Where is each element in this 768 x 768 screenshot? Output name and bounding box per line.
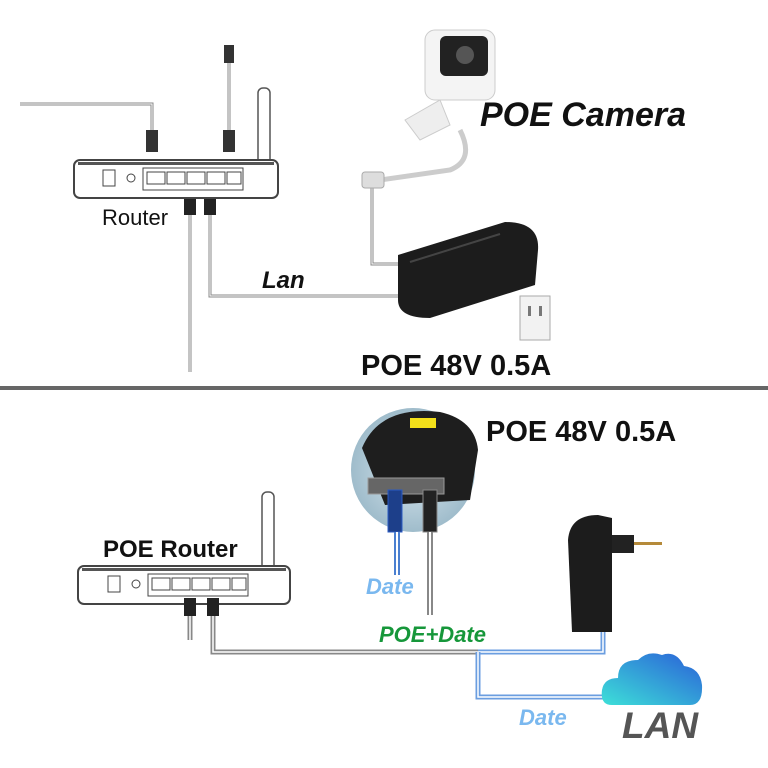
injector-label-top: POE 48V 0.5A bbox=[361, 350, 552, 382]
router-label: Router bbox=[102, 205, 169, 230]
date-label-upper: Date bbox=[366, 574, 414, 599]
injector-label-bottom: POE 48V 0.5A bbox=[486, 416, 677, 448]
cloud-icon bbox=[601, 653, 703, 705]
injector-ports-closeup bbox=[351, 408, 478, 533]
date-cable bbox=[187, 532, 610, 700]
date-label-lower: Date bbox=[519, 705, 567, 730]
wall-outlet-icon bbox=[519, 295, 551, 341]
ethernet-plug-icon bbox=[146, 45, 235, 215]
lan-cloud-label: LAN bbox=[622, 705, 699, 746]
poe-adapter-icon bbox=[398, 222, 539, 318]
router-icon bbox=[73, 87, 279, 199]
poe-camera-label: POE Camera bbox=[480, 96, 686, 134]
section-divider bbox=[0, 386, 768, 390]
poe-router-label: POE Router bbox=[103, 536, 238, 563]
router-icon bbox=[77, 491, 291, 616]
poe-date-label: POE+Date bbox=[379, 622, 486, 647]
camera-icon bbox=[361, 29, 496, 189]
lan-label: Lan bbox=[262, 267, 305, 294]
poe-adapter-icon bbox=[568, 515, 662, 632]
